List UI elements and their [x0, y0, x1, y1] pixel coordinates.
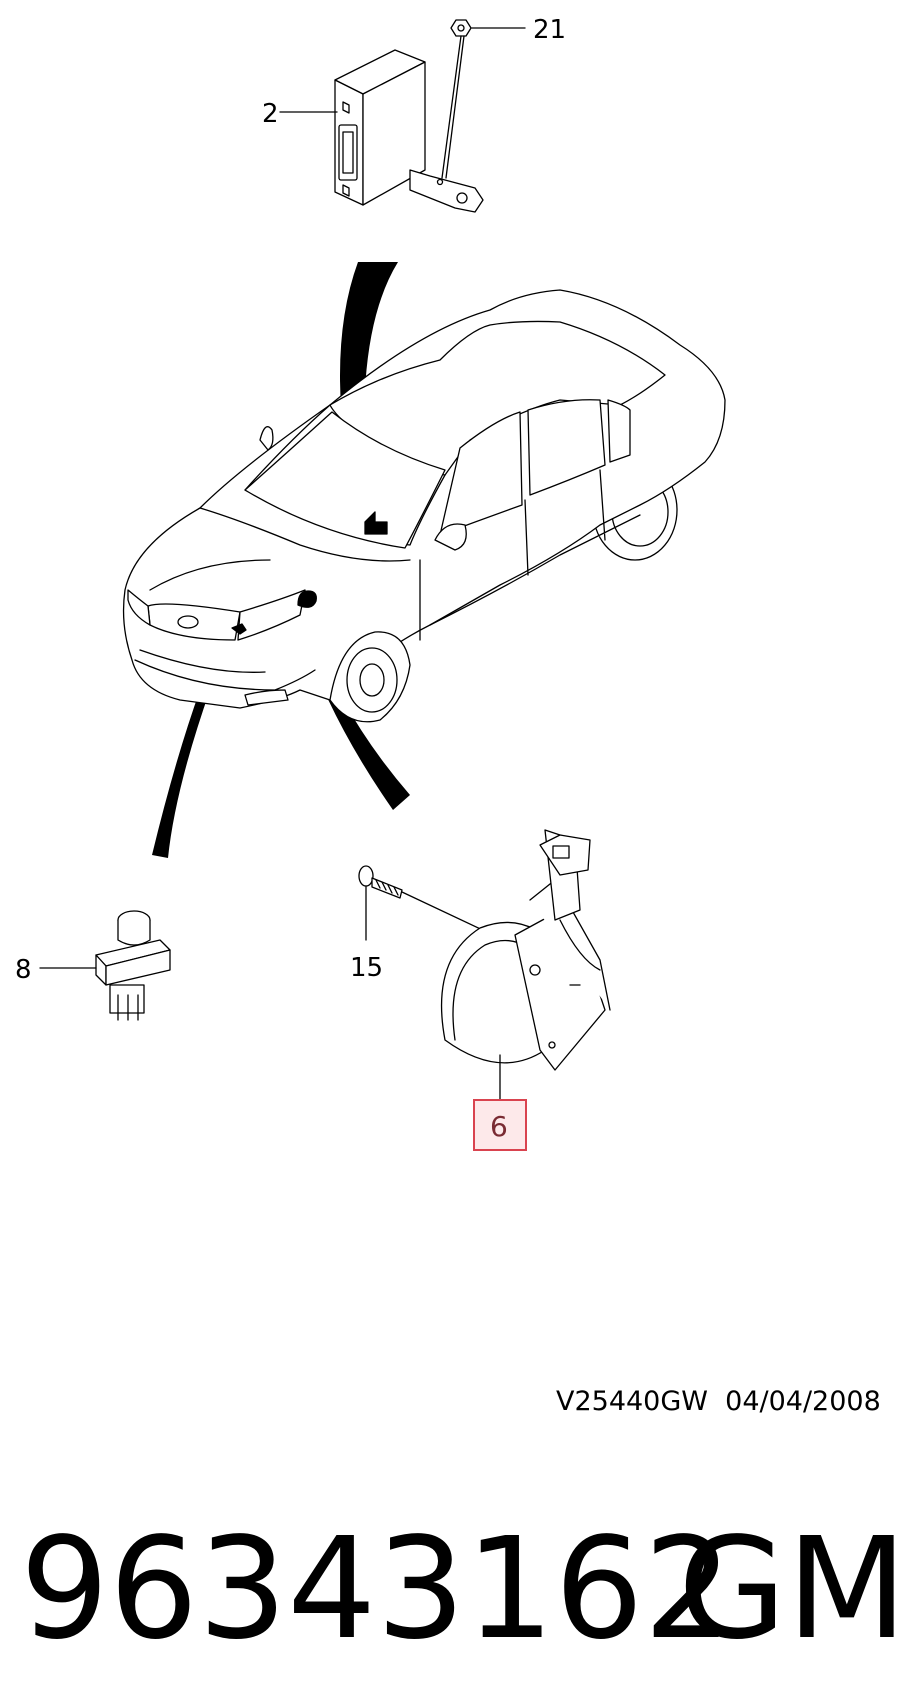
part-number: 96343162 — [20, 1508, 733, 1671]
diagram-reference-code: V25440GW 04/04/2008 — [556, 1386, 881, 1417]
callout-8: 8 — [15, 955, 32, 985]
car-illustration — [122, 289, 726, 723]
brand-label: GM — [678, 1508, 900, 1671]
bolt-part-15 — [358, 865, 526, 951]
highlight-box — [473, 1099, 527, 1151]
nut-part-21 — [441, 19, 526, 179]
control-module-part-2 — [279, 49, 484, 213]
callout-6: 6 — [490, 1110, 508, 1143]
horn-part-6 — [440, 829, 611, 1101]
callout-21: 21 — [533, 15, 566, 45]
callout-15: 15 — [350, 953, 383, 983]
switch-part-8 — [39, 910, 171, 1021]
callout-2: 2 — [262, 99, 279, 129]
